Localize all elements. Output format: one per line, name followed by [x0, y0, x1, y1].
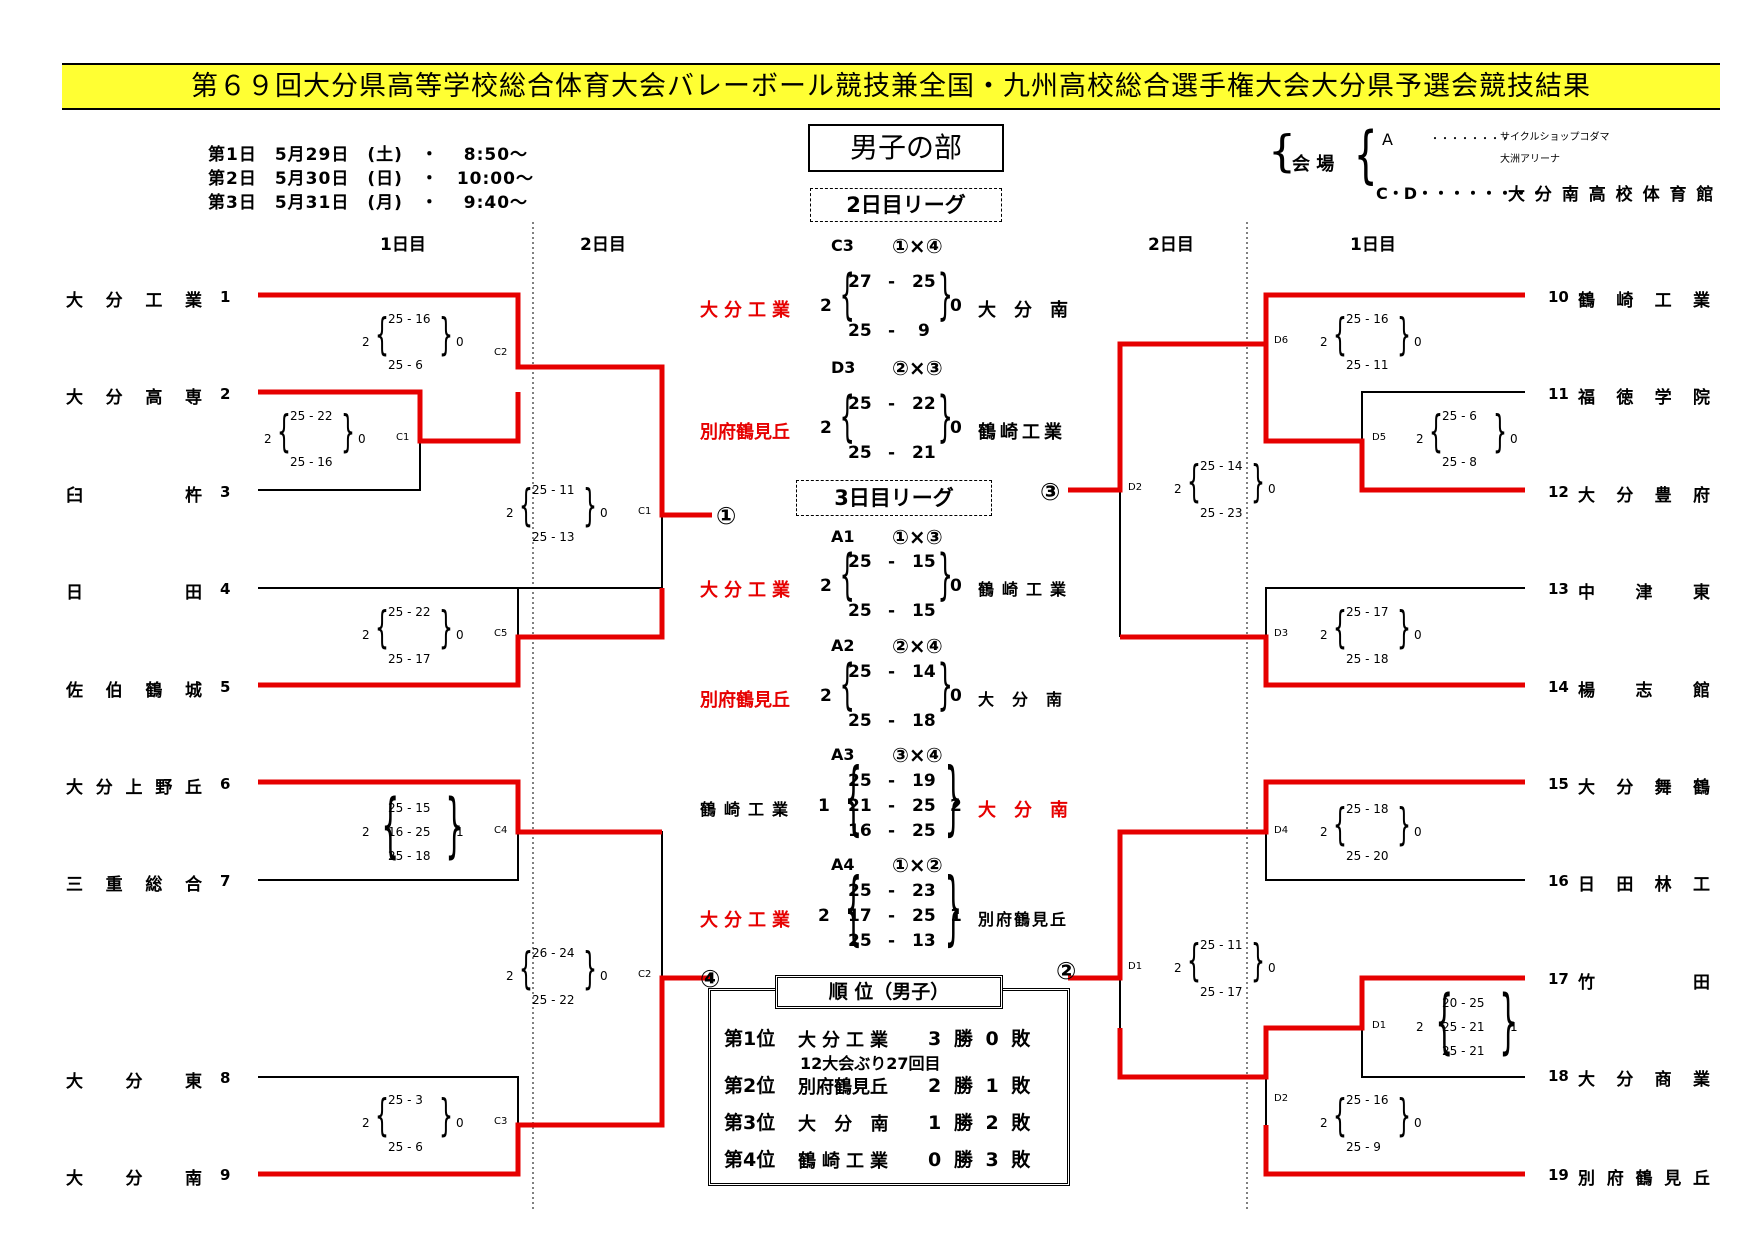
right-seed-11: 11 — [1548, 385, 1569, 403]
left-day2-header: 2日目 — [580, 235, 626, 255]
right-seed-10: 10 — [1548, 288, 1569, 306]
right-team-15: 大分舞鶴 — [1578, 778, 1710, 798]
left-team-5: 佐伯鶴城 — [66, 681, 202, 701]
page-title: 第６９回大分県高等学校総合体育大会バレーボール競技兼全国・九州高校総合選手権大会… — [62, 63, 1720, 110]
venue-label: 会 場 — [1292, 154, 1335, 175]
schedule-day2: 第2日 5月30日 (日) ・ 10:00～ — [208, 169, 534, 189]
right-team-11: 福徳学院 — [1578, 388, 1710, 408]
venue-cd-key: C・D・・・・・・・・ — [1376, 184, 1546, 203]
right-day1-header: 1日目 — [1350, 235, 1396, 255]
left-seed-1: 1 — [220, 288, 231, 306]
left-team-8: 大分東 — [66, 1072, 202, 1092]
right-day2-header: 2日目 — [1148, 235, 1194, 255]
right-team-13: 中津東 — [1578, 583, 1710, 603]
right-team-18: 大分商業 — [1578, 1070, 1710, 1090]
left-seed-3: 3 — [220, 483, 231, 501]
marker-1: ① — [716, 502, 737, 530]
league-day2-header: 2日目リーグ — [810, 188, 1002, 222]
left-team-6: 大分上野丘 — [66, 778, 202, 798]
right-seed-17: 17 — [1548, 970, 1569, 988]
venue-a-dots: ・・・・・・・・ — [1430, 134, 1510, 145]
left-day1-header: 1日目 — [380, 235, 426, 255]
schedule-day1: 第1日 5月29日 (土) ・ 8:50～ — [208, 145, 529, 165]
right-team-17: 竹田 — [1578, 973, 1710, 993]
left-team-1: 大分工業 — [66, 291, 202, 311]
venue-cd-name: 大 分 南 高 校 体 育 館 — [1508, 185, 1716, 205]
league-day3-header: 3日目リーグ — [796, 480, 992, 516]
right-seed-15: 15 — [1548, 775, 1569, 793]
right-seed-12: 12 — [1548, 483, 1569, 501]
schedule-day3: 第3日 5月31日 (月) ・ 9:40～ — [208, 193, 529, 213]
right-team-19: 別府鶴見丘 — [1578, 1169, 1710, 1189]
marker-2: ② — [1056, 957, 1077, 985]
right-team-14: 楊志館 — [1578, 681, 1710, 701]
left-seed-8: 8 — [220, 1069, 231, 1087]
ranking-title: 順 位（男子） — [775, 975, 1003, 1009]
venue-a-key: A — [1382, 130, 1393, 149]
right-seed-16: 16 — [1548, 872, 1569, 890]
right-team-16: 日田林工 — [1578, 875, 1710, 895]
left-seed-9: 9 — [220, 1166, 231, 1184]
right-seed-14: 14 — [1548, 678, 1569, 696]
right-seed-18: 18 — [1548, 1067, 1569, 1085]
left-team-4: 日田 — [66, 583, 202, 603]
left-seed-6: 6 — [220, 775, 231, 793]
left-team-7: 三重総合 — [66, 875, 202, 895]
left-seed-4: 4 — [220, 580, 231, 598]
left-seed-2: 2 — [220, 385, 231, 403]
left-team-2: 大分高専 — [66, 388, 202, 408]
right-team-10: 鶴崎工業 — [1578, 291, 1710, 311]
marker-4: ④ — [700, 965, 721, 993]
venue-brace-outer: { — [1268, 126, 1296, 177]
left-team-3: 臼杵 — [66, 486, 202, 506]
venue-a-name2: 大洲アリーナ — [1500, 154, 1560, 165]
left-seed-7: 7 — [220, 872, 231, 890]
right-seed-19: 19 — [1548, 1166, 1569, 1184]
left-team-9: 大分南 — [66, 1169, 202, 1189]
left-seed-5: 5 — [220, 678, 231, 696]
venue-brace-inner: { — [1353, 118, 1378, 191]
right-seed-13: 13 — [1548, 580, 1569, 598]
marker-3: ③ — [1040, 478, 1061, 506]
venue-a-name1: サイクルショップコダマ — [1500, 132, 1610, 143]
right-team-12: 大分豊府 — [1578, 486, 1710, 506]
division-label: 男子の部 — [808, 124, 1004, 172]
ranking-note: 12大会ぶり27回目 — [800, 1054, 941, 1073]
